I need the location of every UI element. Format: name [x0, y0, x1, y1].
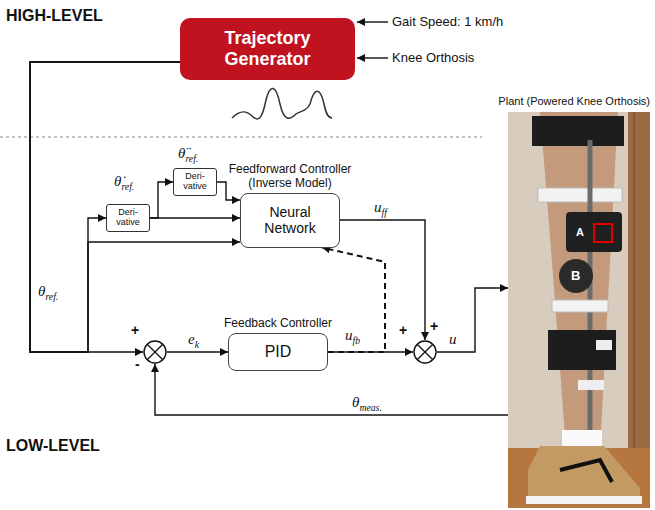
input-label: Gait Speed: 1 km/h: [392, 14, 503, 30]
node-heading: Plant (Powered Knee Orthosis): [498, 95, 650, 108]
summing-junction: +-: [143, 340, 167, 364]
knee-joint: [559, 259, 593, 293]
signal-arrow: [150, 217, 240, 218]
trajectory-waveform: [232, 88, 332, 119]
signal-symbol: u: [449, 331, 457, 347]
neural-network-box: Feedforward Controller (Inverse Model)Ne…: [240, 193, 340, 248]
signal-label: θmeas.: [350, 393, 384, 411]
white-strap: [538, 188, 622, 202]
signal-subscript: ref.: [45, 291, 58, 302]
learning-signal-arrow: [322, 248, 385, 353]
signal-arrow: [155, 364, 508, 415]
input-arrow: [357, 57, 388, 58]
signal-arrow: [437, 288, 508, 352]
sensor-marker: [594, 224, 612, 242]
node-heading: Feedforward Controller (Inverse Model): [220, 163, 360, 191]
shoe-sole: [526, 496, 642, 504]
input-label: Knee Orthosis: [392, 50, 474, 66]
node-label: Deri- vative: [177, 172, 213, 192]
signal-arrow: [30, 62, 180, 352]
signal-subscript: fb: [353, 335, 361, 346]
signal-label: θref.: [36, 282, 60, 300]
level-title: LOW-LEVEL: [6, 436, 100, 455]
signal-subscript: ref.: [121, 181, 134, 192]
summing-cross: [417, 344, 433, 360]
signal-subscript: ref.: [185, 153, 198, 164]
sign-label: -: [135, 356, 140, 372]
sock: [562, 430, 602, 446]
summing-circle: [413, 340, 437, 364]
shin-strap: [548, 330, 616, 370]
node-label: Deri- vative: [110, 208, 146, 228]
plant-node: Plant (Powered Knee Orthosis): [508, 112, 650, 508]
door-frame: [628, 112, 650, 452]
sign-label: +: [430, 318, 438, 334]
node-label: PID: [265, 343, 292, 361]
pid-box: Feedback ControllerPID: [228, 333, 328, 371]
strap-buckle: [596, 340, 612, 350]
level-title: HIGH-LEVEL: [6, 6, 103, 25]
input-arrow: [357, 21, 388, 22]
part-label: B: [571, 268, 580, 284]
signal-symbol: u: [374, 199, 382, 215]
signal-arrow: [167, 351, 228, 352]
node-label: Trajectory Generator: [188, 28, 347, 69]
level-separator: [0, 136, 482, 137]
sign-label: +: [399, 322, 407, 338]
signal-symbol: θ: [38, 283, 45, 299]
signal-symbol: u: [345, 327, 353, 343]
shoe-stripe: [560, 460, 612, 482]
signal-label: u: [447, 330, 459, 348]
summing-circle: [143, 340, 167, 364]
signal-arrow: [150, 182, 173, 218]
thigh-strap: [532, 116, 624, 146]
signal-label: θ̈ref.: [176, 144, 200, 162]
trajectory-generator-box: Trajectory Generator: [180, 18, 355, 80]
derivative-box: Deri- vative: [106, 204, 150, 232]
signal-label: uff: [372, 198, 389, 216]
signal-symbol: e: [188, 331, 195, 347]
signal-subscript: k: [195, 339, 199, 350]
photo-wall: [508, 112, 650, 508]
node-heading: Feedback Controller: [224, 317, 332, 331]
signal-arrow: [30, 62, 240, 352]
summing-junction: ++: [413, 340, 437, 364]
signal-symbol: θ̈: [178, 145, 185, 161]
signal-subscript: meas.: [359, 402, 381, 413]
strap-buckle: [578, 380, 604, 390]
signal-arrow: [30, 62, 180, 352]
sign-label: +: [131, 322, 139, 338]
signal-label: θ̇ref.: [112, 172, 136, 190]
orthosis-photo: [508, 112, 650, 508]
node-label: Neural Network: [249, 204, 331, 236]
signal-arrow: [217, 182, 240, 200]
white-strap: [552, 300, 608, 312]
signal-label: ufb: [343, 326, 362, 344]
signal-label: ek: [186, 330, 201, 348]
summing-circle-outline: [414, 341, 436, 363]
summing-cross: [147, 344, 163, 360]
derivative-box: Deri- vative: [173, 168, 217, 196]
signal-symbol: θ̇: [114, 173, 121, 189]
signal-subscript: ff: [382, 207, 387, 218]
signal-arrow: [340, 220, 425, 340]
summing-circle-outline: [144, 341, 166, 363]
signal-symbol: θ: [352, 394, 359, 410]
part-label: A: [576, 226, 584, 239]
knee-motor: [566, 212, 622, 252]
door-frame-edge: [633, 112, 635, 452]
shoe: [528, 446, 640, 500]
